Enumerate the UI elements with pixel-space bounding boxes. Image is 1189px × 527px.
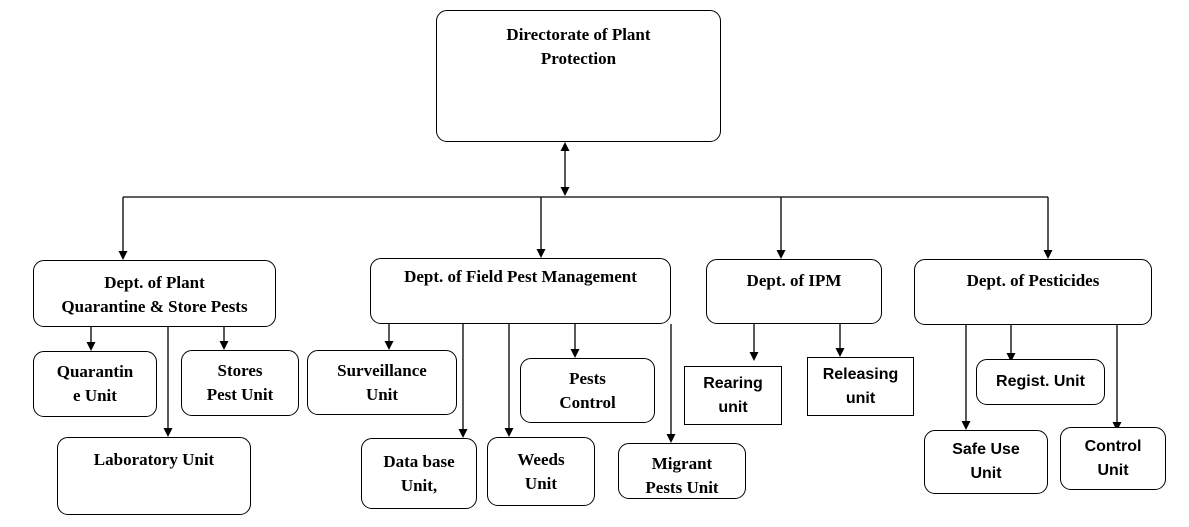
dept-pesticides-box: Dept. of Pesticides bbox=[914, 259, 1152, 325]
field-to-migrant-arrowhead bbox=[666, 434, 676, 443]
migrant-pests-unit-label: Migrant Pests Unit bbox=[645, 454, 719, 497]
safe-use-unit-label: Safe Use Unit bbox=[952, 441, 1020, 482]
dept-pesticides-label: Dept. of Pesticides bbox=[966, 271, 1100, 290]
laboratory-unit-box: Laboratory Unit bbox=[57, 437, 251, 515]
bus-to-field-dept-arrowhead bbox=[536, 249, 546, 258]
safe-use-unit-box: Safe Use Unit bbox=[924, 430, 1048, 494]
quar-to-stores-unit-arrowhead bbox=[219, 341, 229, 350]
stores-pest-unit-label: Stores Pest Unit bbox=[206, 361, 274, 404]
ipm-to-releasing-arrowhead bbox=[835, 348, 845, 357]
root-directorate-label: Directorate of Plant Protection bbox=[506, 25, 651, 68]
field-to-weeds-arrowhead bbox=[504, 428, 514, 437]
migrant-pests-unit-box: Migrant Pests Unit bbox=[618, 443, 746, 499]
field-to-pests-control-arrowhead bbox=[570, 349, 580, 358]
root-link-arrowhead-up bbox=[560, 142, 570, 151]
pests-control-label: Pests Control bbox=[559, 368, 616, 412]
dept-quarantine-box: Dept. of Plant Quarantine & Store Pests bbox=[33, 260, 276, 327]
dept-ipm-label: Dept. of IPM bbox=[746, 271, 842, 290]
regist-unit-label: Regist. Unit bbox=[996, 373, 1085, 390]
releasing-unit-box: Releasing unit bbox=[807, 357, 914, 416]
laboratory-unit-label: Laboratory Unit bbox=[93, 450, 215, 469]
dept-field-pest-label: Dept. of Field Pest Management bbox=[404, 267, 637, 286]
regist-unit-box: Regist. Unit bbox=[976, 359, 1105, 405]
weeds-unit-box: Weeds Unit bbox=[487, 437, 595, 506]
rearing-unit-box: Rearing unit bbox=[684, 366, 782, 425]
dept-quarantine-label: Dept. of Plant Quarantine & Store Pests bbox=[61, 273, 248, 316]
bus-to-quarantine-dept-arrowhead bbox=[118, 251, 128, 260]
pests-control-box: Pests Control bbox=[520, 358, 655, 423]
bus-to-pesticides-dept-arrowhead bbox=[1043, 250, 1053, 259]
quarantine-unit-label: Quarantin e Unit bbox=[56, 362, 134, 405]
dept-field-pest-box: Dept. of Field Pest Management bbox=[370, 258, 671, 324]
weeds-unit-label: Weeds Unit bbox=[517, 449, 565, 493]
root-directorate-box: Directorate of Plant Protection bbox=[436, 10, 721, 142]
root-link-arrowhead-down bbox=[560, 187, 570, 196]
quarantine-unit-box: Quarantin e Unit bbox=[33, 351, 157, 417]
pest-to-control-arrowhead bbox=[1112, 422, 1122, 431]
stores-pest-unit-box: Stores Pest Unit bbox=[181, 350, 299, 416]
surveillance-unit-label: Surveillance Unit bbox=[337, 360, 427, 404]
quar-to-quarantine-unit-arrowhead bbox=[86, 342, 96, 351]
bus-to-ipm-dept-arrowhead bbox=[776, 250, 786, 259]
rearing-unit-label: Rearing unit bbox=[703, 374, 763, 416]
dept-ipm-box: Dept. of IPM bbox=[706, 259, 882, 324]
surveillance-unit-box: Surveillance Unit bbox=[307, 350, 457, 415]
database-unit-label: Data base Unit, bbox=[383, 451, 455, 495]
releasing-unit-label: Releasing unit bbox=[822, 365, 899, 407]
field-to-surveillance-arrowhead bbox=[384, 341, 394, 350]
control-unit-label: Control Unit bbox=[1084, 437, 1142, 479]
quar-to-lab-unit-arrowhead bbox=[163, 428, 173, 437]
ipm-to-rearing-arrowhead bbox=[749, 352, 759, 361]
database-unit-box: Data base Unit, bbox=[361, 438, 477, 509]
pest-to-safe-use-arrowhead bbox=[961, 421, 971, 430]
pest-to-regist-arrowhead bbox=[1006, 353, 1016, 362]
field-to-database-arrowhead bbox=[458, 429, 468, 438]
control-unit-box: Control Unit bbox=[1060, 427, 1166, 490]
